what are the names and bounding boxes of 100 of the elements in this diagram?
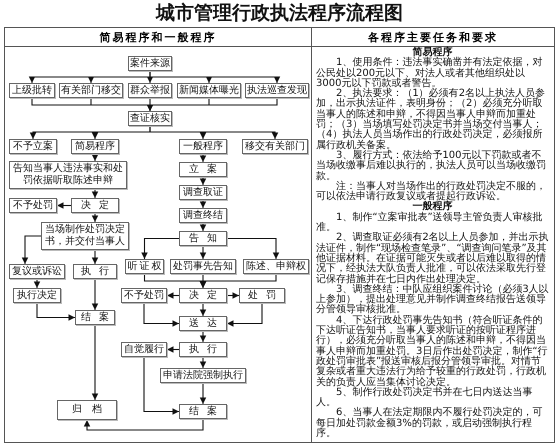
process-box	[179, 162, 227, 177]
arrow	[92, 250, 98, 264]
box-label: 结案	[189, 406, 225, 418]
box-label: 告知	[189, 232, 225, 244]
process-box	[179, 288, 227, 303]
process-box	[179, 139, 227, 154]
process-box	[13, 288, 61, 303]
box-label: 结案	[81, 312, 117, 324]
process-box	[57, 400, 117, 420]
arrow	[143, 357, 179, 415]
note-text: 1、使用条件：违法事实确凿并有法定依据，对公民处以200元以下、对法人或者其他组织处以3000元以下罚款或者警告。	[316, 58, 542, 89]
box-label: 处罚	[248, 290, 284, 302]
arrow	[22, 235, 41, 264]
box-label: 一般程序	[183, 140, 223, 152]
arrow	[200, 246, 206, 259]
arrow	[200, 357, 206, 368]
box-label: 案件来源	[130, 58, 170, 70]
process-box	[121, 288, 167, 303]
arrow	[200, 303, 206, 316]
arrow	[143, 303, 179, 327]
section-heading: 简易程序	[412, 48, 452, 58]
process-box	[239, 288, 285, 303]
process-box	[179, 404, 227, 419]
box-label: 不予立案	[13, 140, 53, 152]
arrow	[141, 238, 179, 259]
box-label: 执行决定	[17, 290, 57, 302]
box-label: 听证权	[128, 260, 164, 272]
process-box	[9, 83, 55, 98]
arrow	[200, 274, 277, 288]
arrow	[92, 189, 98, 198]
process-box	[71, 198, 119, 213]
arrow	[200, 177, 206, 185]
arrow	[227, 303, 263, 327]
process-box	[160, 368, 246, 383]
box-label: 申请法院强制执行	[163, 370, 243, 382]
note-text: 3、调查终结：中队应组织案件讨论（必须3人以上参加），提出处理意见并制作调查终结报告送领导分管领导审核批准。	[316, 284, 549, 316]
box-label: 调查终结	[183, 210, 223, 222]
note-text: 2、调查取证必须有2名以上人员参加，并出示执法证件，制作“现场检查笔录”、“调查询问笔录”及其他证据材料。在证据可能灭失或者以后难以取得的情况下，经执法大队负责人批准，可以依法采取先行登记保存措施并在七日内作出处理决定。	[316, 233, 549, 285]
box-label: 归档	[72, 404, 112, 416]
process-box	[75, 310, 115, 325]
arrow	[200, 383, 206, 404]
box-label: 告知当事人违法事实和处罚依据听取陈述申辩	[12, 163, 124, 187]
process-box	[179, 208, 227, 223]
diagram-title: 城市管理行政执法程序流程图	[154, 1, 404, 25]
box-label: 不予处罚	[124, 290, 164, 302]
arrow	[92, 154, 98, 161]
arrow	[57, 202, 71, 209]
arrow	[200, 200, 206, 208]
box-label: 处罚事先告知	[173, 260, 233, 272]
arrow	[200, 331, 206, 342]
process-box	[179, 185, 227, 200]
box-label: 新闻媒体曝光	[179, 84, 239, 96]
process-box	[170, 259, 236, 274]
process-box	[71, 139, 119, 154]
box-label: 执行	[81, 266, 117, 278]
arrow	[167, 292, 179, 299]
process-box	[179, 342, 227, 357]
arrow	[227, 238, 280, 259]
process-box	[242, 139, 308, 154]
arrow	[36, 303, 75, 321]
arrow	[227, 292, 239, 299]
note-text: 4、下达行政处罚事先告知书（符合听证条件的下达听证告知书，当事人要求听证的按听证程序进行），必须充分听取当事人的陈述和申辩，不得因当事人申辩而加重处罚。3日后作出处罚决定，制作“行政处罚审批表”报送审核后报分管领导审批。对情节复杂或者重大违法行为给予较重的行政处罚，行政机关的负责人应当集体讨论决定。	[316, 316, 549, 388]
arrow	[200, 154, 206, 162]
box-label: 查证核实	[130, 112, 170, 124]
box-label: 当场制作处罚决定书，并交付当事人	[44, 224, 126, 248]
column-header: 各程序主要任务和要求	[368, 30, 498, 44]
box-label: 移交有关部门	[245, 140, 305, 152]
arrow	[167, 346, 179, 353]
process-box	[73, 264, 117, 279]
box-label: 上级批转	[12, 84, 52, 96]
arrow	[92, 279, 98, 310]
process-box	[9, 198, 57, 213]
box-label: 调查取证	[183, 186, 223, 198]
arrow	[146, 98, 278, 111]
box-label: 执法巡查发现	[247, 84, 307, 96]
section-heading: 一般程序	[412, 202, 452, 212]
box-label: 复议或诉讼	[12, 266, 62, 278]
process-box	[121, 342, 167, 357]
arrow	[149, 126, 278, 139]
arrow	[149, 71, 280, 83]
note-text: 2、执法要求：（1）必须有2名以上执法人员参加，出示执法证件，表明身份；（2）必须充分听取当事人的陈述和申辩，不得因当事人申辩而加重处罚；（3）当场填写处罚决定书并当场交付当事人；（4）执法人员当场作出的行政处罚决定，必须报所属行政机关备案。	[316, 89, 546, 151]
box-label: 决定	[189, 290, 225, 302]
note-text: 6、当事人在法定期限内不履行处罚决定的，可每日加处罚款金额3%的罚款，或启动强制执行程序。	[316, 408, 544, 440]
column-header: 简易程序和一般程序	[100, 30, 216, 44]
box-label: 送达	[189, 318, 225, 330]
note-text: 3、履行方式：依法给予100元以下罚款或者不当场收缴事后难以执行的，执法人员可以当场收缴罚款。	[316, 150, 547, 182]
box-label: 陈述、申辩权	[246, 260, 306, 272]
process-box	[179, 316, 227, 331]
arrow	[92, 325, 98, 400]
process-box	[9, 139, 57, 154]
arrow	[84, 419, 204, 431]
arrow	[34, 279, 40, 288]
box-label: 群众举报	[130, 84, 170, 96]
box-label: 立案	[189, 164, 225, 176]
arrow	[200, 223, 206, 231]
process-box	[243, 259, 309, 274]
box-label: 简易程序	[75, 140, 115, 152]
process-box	[9, 264, 65, 279]
process-box	[179, 231, 227, 246]
box-label: 执行	[189, 344, 225, 356]
